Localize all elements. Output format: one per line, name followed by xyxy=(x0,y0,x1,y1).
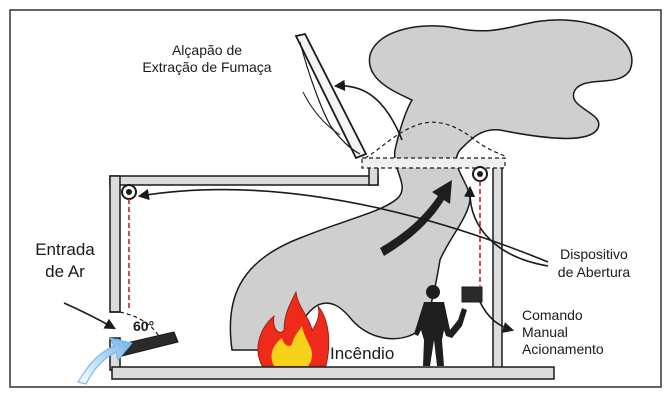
manual-control-label-line-1: Comando xyxy=(522,307,583,323)
manual-control-label-line-2: Manual xyxy=(522,324,568,340)
fire-label: Incêndio xyxy=(330,344,395,363)
device-label-line-2: de Abertura xyxy=(557,264,631,280)
air-inlet-label-line-1: Entrada xyxy=(35,240,95,259)
person-icon xyxy=(414,285,467,366)
manual-control-label-line-3: Acionamento xyxy=(522,341,604,357)
diagram-frame xyxy=(9,9,662,388)
roof-opening xyxy=(361,157,506,169)
air-inlet-label-line-2: de Ar xyxy=(45,262,85,281)
smoke-hatch xyxy=(294,32,368,160)
manual-control-label: Comando Manual Acionamento xyxy=(522,307,642,358)
device-label-line-1: Dispositivo xyxy=(560,246,628,262)
incoming-air-arrow xyxy=(77,337,133,385)
device-label: Dispositivo de Abertura xyxy=(546,245,642,281)
fire-icon xyxy=(257,290,330,367)
device-arrow-right xyxy=(463,185,549,267)
smoke-flow-arrow xyxy=(380,180,452,256)
hatch-label: Alçapão de Extração de Fumaça xyxy=(112,42,302,76)
device-arrow-left xyxy=(137,188,549,263)
angle-label: 60° xyxy=(133,318,155,334)
opening-device-right xyxy=(472,166,488,286)
air-inlet-arrow xyxy=(63,302,116,330)
opening-device-left xyxy=(121,184,137,308)
hatch-label-arrow xyxy=(333,79,403,141)
hatch-label-line-2: Extração de Fumaça xyxy=(142,59,272,75)
manual-control-box xyxy=(461,286,483,303)
hatch-label-line-1: Alçapão de xyxy=(171,42,243,58)
manual-control-arrow xyxy=(479,301,515,333)
air-inlet-label: Entrada de Ar xyxy=(22,239,108,283)
